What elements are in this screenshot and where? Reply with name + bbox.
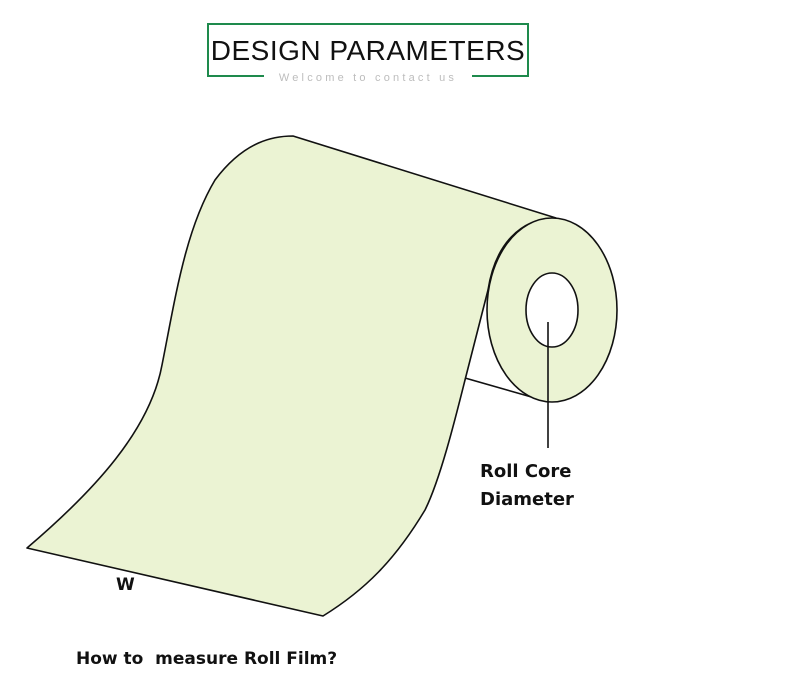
page-subtitle: Welcome to contact us [264, 71, 472, 85]
roll-core-label-line1: Roll Core [480, 461, 572, 482]
page-title: DESIGN PARAMETERS [210, 35, 526, 66]
film-sheet [26, 135, 557, 617]
width-label: W [116, 575, 135, 595]
roll-core-label-line2: Diameter [480, 489, 574, 510]
roll-core-hole [525, 272, 579, 348]
roll-core-diameter-label: Roll Core Diameter [480, 458, 574, 514]
measure-question: How to measure Roll Film? [76, 649, 338, 669]
header-frame: DESIGN PARAMETERS [207, 23, 529, 77]
